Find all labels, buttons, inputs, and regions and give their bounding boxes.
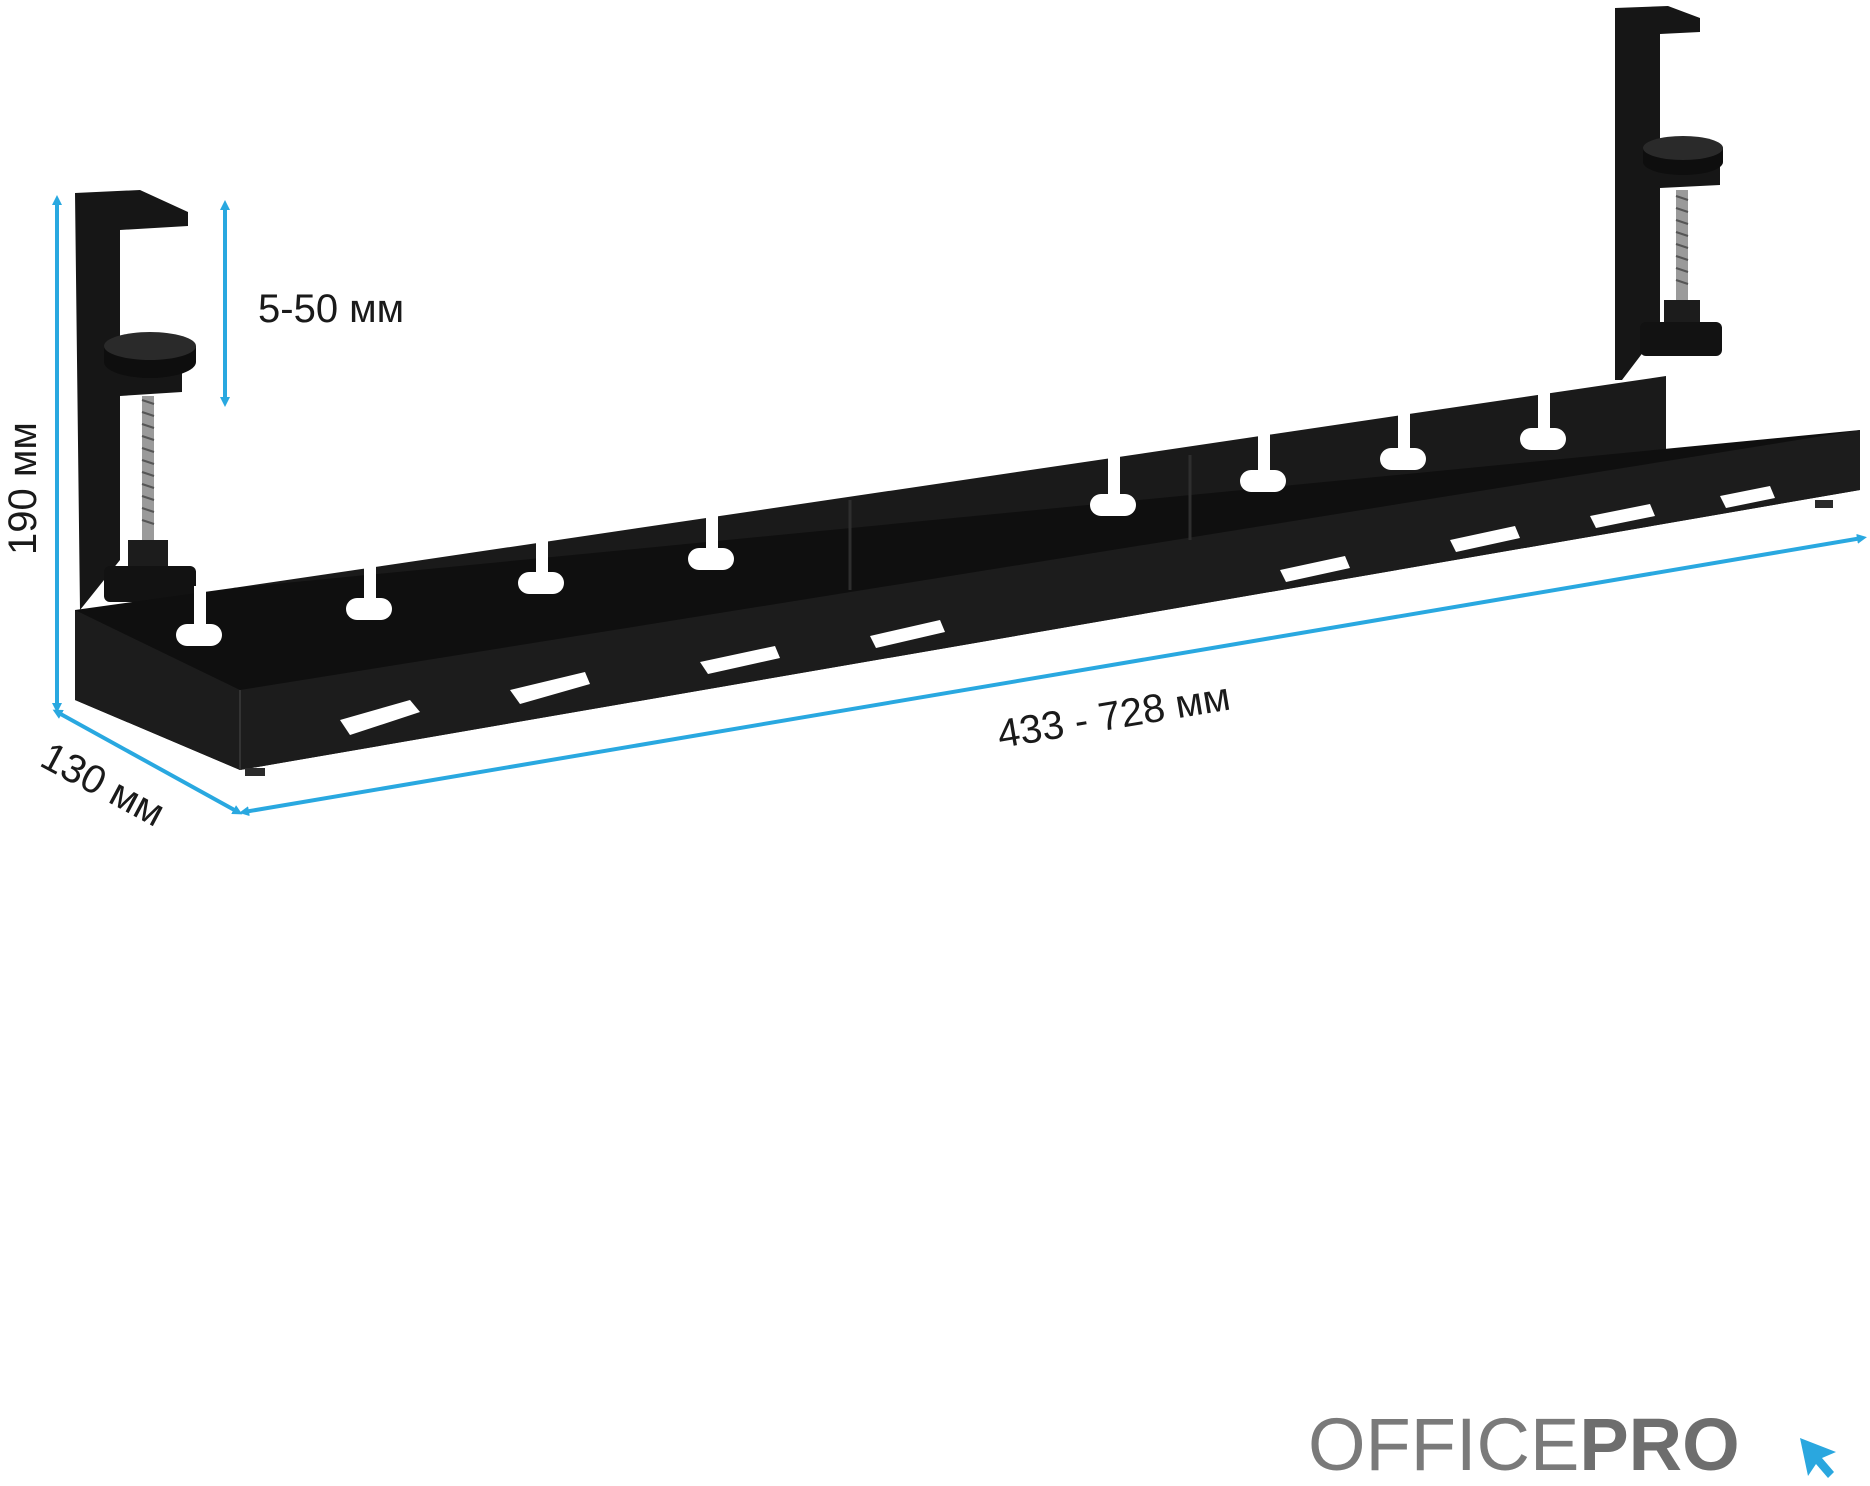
depth-line [52, 709, 243, 815]
clamp-range-label: 5-50 мм [258, 287, 404, 331]
dimension-lines [52, 195, 1867, 817]
length-label: 433 - 728 мм [994, 675, 1233, 757]
cable-tray-icon [75, 6, 1860, 776]
length-line [239, 533, 1867, 817]
svg-text:OFFICEPRO: OFFICEPRO [1308, 1403, 1740, 1486]
height-label: 190 мм [1, 422, 45, 555]
cursor-arrow-icon [1800, 1438, 1836, 1478]
left-clamp [75, 190, 196, 610]
right-clamp [1615, 6, 1723, 380]
depth-label: 130 мм [34, 734, 172, 835]
brand-logo: OFFICEPRO [1308, 1403, 1836, 1486]
brand-name-light: OFFICE [1308, 1403, 1579, 1486]
brand-name-bold: PRO [1579, 1403, 1739, 1486]
